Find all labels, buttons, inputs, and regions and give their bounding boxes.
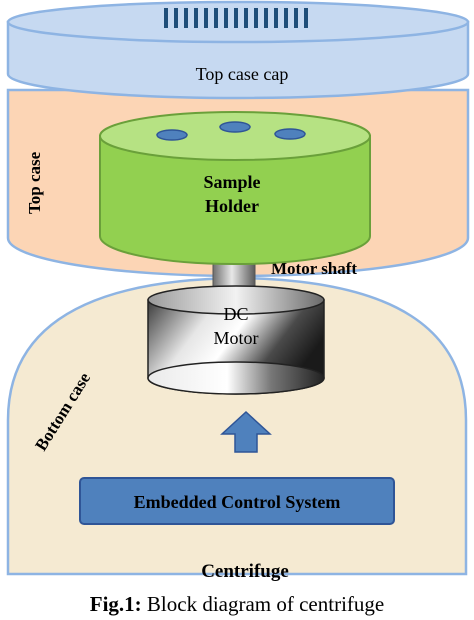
top-case-cap: Top case cap [6,0,470,100]
sample-holder-label-line1: Sample [203,172,260,192]
sample-slots [156,121,306,141]
embedded-control-system: Embedded Control System [79,477,395,525]
up-arrow-icon [220,410,272,453]
sample-holder: Sample Holder [99,111,371,265]
top-case-label: Top case [25,151,44,214]
figure-caption-text: Block diagram of centrifuge [141,592,385,616]
dc-motor: DC Motor [147,285,325,395]
dc-motor-label-line2: Motor [214,328,259,348]
top-case-cap-label: Top case cap [196,64,289,84]
embedded-control-system-label: Embedded Control System [134,492,341,512]
figure-caption-prefix: Fig.1: [89,592,142,616]
cap-vent-slots [164,8,308,28]
centrifuge-label: Centrifuge [201,561,289,582]
sample-holder-label-line2: Holder [205,196,259,216]
figure-caption: Fig.1: Block diagram of centrifuge [0,592,474,617]
dc-motor-label-line1: DC [223,304,248,324]
motor-shaft-label: Motor shaft [271,259,357,278]
